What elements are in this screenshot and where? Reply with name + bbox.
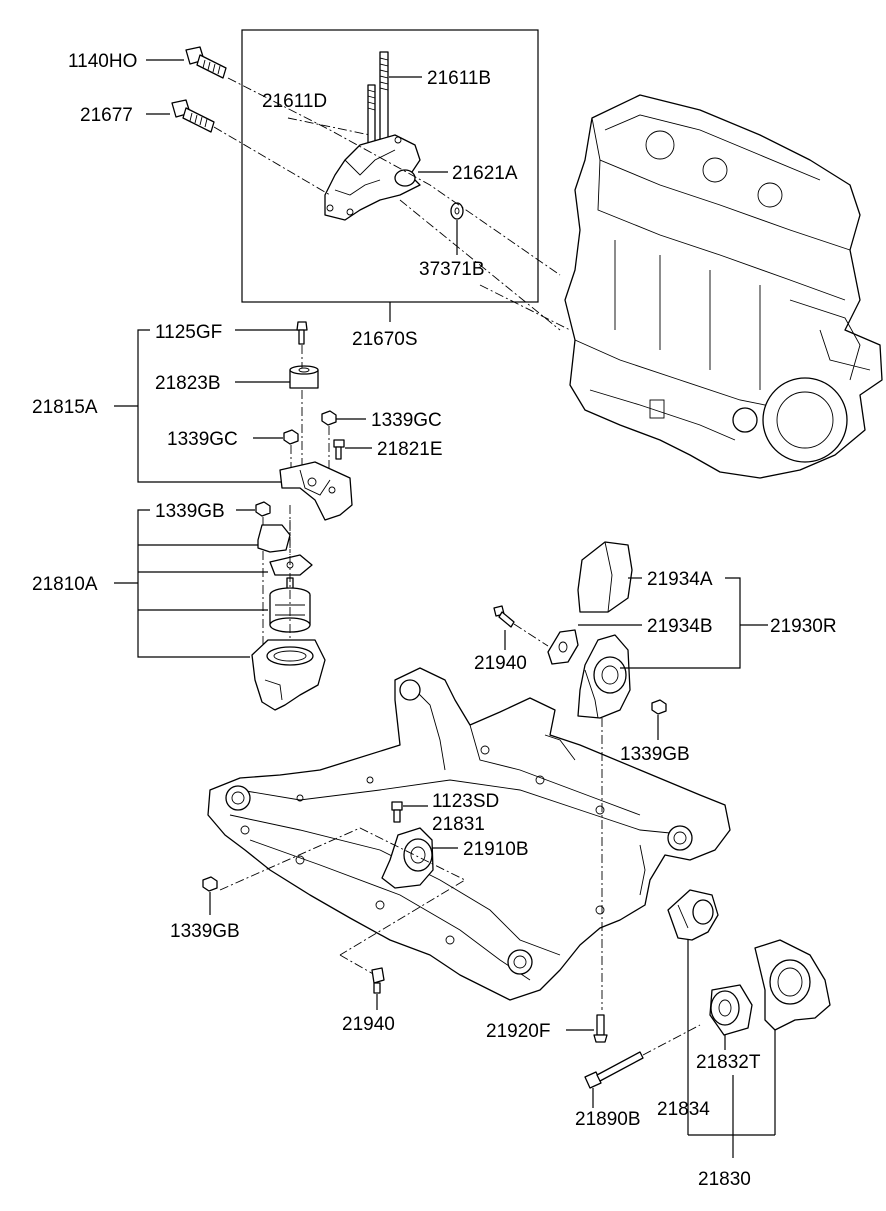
lower-mount-bracket: [251, 639, 326, 711]
bushing-21823B: [289, 365, 319, 389]
small-bracket: [257, 524, 291, 553]
cover-21934A: [577, 541, 633, 613]
label-21621A: 21621A: [452, 163, 518, 184]
bracket-21830: [754, 939, 831, 1031]
label-1339GC-left: 1339GC: [167, 429, 238, 450]
label-21677: 21677: [80, 105, 133, 126]
label-21823B: 21823B: [155, 373, 221, 394]
label-21611B: 21611B: [427, 68, 491, 89]
bolt-1125GF: [296, 321, 308, 345]
mount-bracket-21815A: [279, 461, 353, 521]
stud-21611B: [379, 51, 389, 148]
engine-bracket-21621A: [324, 134, 421, 221]
label-1140HO: 1140HO: [68, 51, 137, 72]
label-21832T: 21832T: [696, 1052, 761, 1073]
label-1123SD: 1123SD: [432, 791, 499, 812]
nut-1339GC-left: [283, 429, 299, 445]
washer-37371B: [450, 202, 464, 220]
stud-21611D: [367, 84, 376, 144]
label-21611D: 21611D: [262, 91, 327, 112]
engine-block-illustration: [564, 94, 883, 479]
nut-1339GB-right: [651, 699, 667, 715]
mount-bracket-21930R: [577, 634, 631, 719]
label-21930R: 21930R: [770, 616, 837, 637]
bushing-21832T: [709, 984, 753, 1036]
nut-1339GC-right: [321, 410, 337, 426]
label-21920F: 21920F: [486, 1021, 550, 1042]
label-21910B: 21910B: [463, 839, 529, 860]
label-21831: 21831: [432, 814, 485, 835]
mount-plate: [269, 554, 313, 576]
label-21940-lower: 21940: [342, 1014, 395, 1035]
label-21834: 21834: [657, 1099, 710, 1120]
bolt-1123SD: [391, 801, 403, 823]
mount-bracket-21910B: [381, 827, 434, 889]
insulator-21934B: [547, 629, 579, 665]
subframe-crossmember: [207, 667, 731, 1001]
label-1339GC-right: 1339GC: [371, 410, 442, 431]
label-1339GB-upper: 1339GB: [155, 501, 225, 522]
label-37371B: 37371B: [419, 259, 485, 280]
bolt-21890B: [584, 1051, 644, 1089]
bolt-21920F: [593, 1014, 608, 1043]
bolt-1140HO: [185, 46, 227, 79]
part-labels: 1140HO 21677 21611D 21611B 21621A 37371B…: [32, 51, 837, 1190]
label-21934B: 21934B: [647, 616, 713, 637]
label-1125GF: 1125GF: [155, 322, 222, 343]
label-21670S: 21670S: [352, 329, 418, 350]
label-1339GB-left: 1339GB: [170, 921, 240, 942]
bolt-21940-upper: [493, 605, 515, 628]
label-21890B: 21890B: [575, 1109, 641, 1130]
bolt-21821E: [333, 439, 345, 460]
nut-1339GB-left: [202, 876, 218, 892]
bolt-21940-lower: [371, 967, 385, 994]
bolt-21677: [171, 99, 215, 133]
label-21815A: 21815A: [32, 397, 98, 418]
label-1339GB-right: 1339GB: [620, 744, 690, 765]
nut-1339GB-upper: [255, 501, 271, 517]
label-21810A: 21810A: [32, 574, 98, 595]
label-21940-upper: 21940: [474, 653, 527, 674]
label-21934A: 21934A: [647, 569, 713, 590]
label-21821E: 21821E: [377, 439, 443, 460]
bracket-21834: [667, 889, 719, 941]
label-21830: 21830: [698, 1169, 751, 1190]
